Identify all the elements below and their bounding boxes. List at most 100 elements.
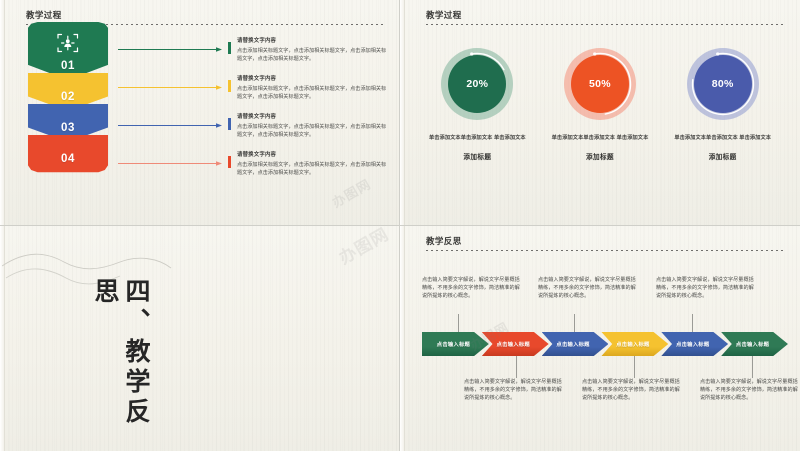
arrow-shape <box>422 332 489 356</box>
slide1-title: 教学过程 <box>26 10 62 20</box>
leader-line-bottom-2 <box>634 356 635 378</box>
donut-core <box>448 55 507 113</box>
donut-group: 20% 单击添加文本单击添加文本 单击添加文本 添加标题 50% 单击添加文本单… <box>416 48 784 161</box>
connector-arrow-icon <box>118 47 222 52</box>
leader-line-top-2 <box>574 314 575 332</box>
step-row-03: 请替换文字内容 点击添加相关标题文字，点击添加相关标题文字，点击添加相关标题文字… <box>118 112 389 150</box>
arrow-step-4[interactable]: 点击输入标题 <box>601 332 669 356</box>
donut-caption: 单击添加文本单击添加文本 单击添加文本 <box>428 135 526 141</box>
caption-top-1: 点击输入简要文字解说，解说文字尽量概括精练，不用多余的文字修饰，简洁精准的解说所… <box>422 277 520 299</box>
arrow-step-3[interactable]: 点击输入标题 <box>541 332 609 356</box>
leader-line-top-3 <box>692 314 693 332</box>
donut-label: 添加标题 <box>586 154 614 161</box>
arrow-step-1[interactable]: 点击输入标题 <box>422 332 489 356</box>
donut-caption: 单击添加文本单击添加文本 单击添加文本 <box>551 135 649 141</box>
target-person-icon <box>55 30 81 61</box>
connector-arrow-icon <box>118 161 222 166</box>
step-heading: 请替换文字内容 <box>237 76 277 82</box>
slide-teaching-reflection-chain: 教学反思 点击输入简要文字解说，解说文字尽量概括精练，不用多余的文字修饰，简洁精… <box>400 226 800 451</box>
step-body: 点击添加相关标题文字，点击添加相关标题文字，点击添加相关标题文字，点击添加相关标… <box>237 86 387 101</box>
slide4-title: 教学反思 <box>426 236 462 246</box>
header-divider <box>26 24 383 25</box>
donut-percent: 80% <box>711 78 734 90</box>
donut-label: 添加标题 <box>708 154 737 161</box>
chevron-number: 04 <box>61 153 75 165</box>
accent-tick <box>228 156 231 168</box>
leader-line-bottom-1 <box>516 356 517 378</box>
cloud-line-decor-icon <box>2 253 172 285</box>
arrow-shape <box>601 332 669 356</box>
step-descriptions: 请替换文字内容 点击添加相关标题文字，点击添加相关标题文字，点击添加相关标题文字… <box>118 36 389 188</box>
step-text-01: 请替换文字内容 点击添加相关标题文字，点击添加相关标题文字，点击添加相关标题文字… <box>237 36 387 63</box>
donut-progress-arc-icon <box>691 52 754 116</box>
arrow-label: 点击输入标题 <box>735 342 770 348</box>
donut-item-1[interactable]: 20% 单击添加文本单击添加文本 单击添加文本 添加标题 <box>416 48 539 161</box>
arrow-label: 点击输入标题 <box>556 342 590 348</box>
slide-teaching-process-steps: 教学过程 01 <box>0 0 400 226</box>
header-divider <box>426 250 784 251</box>
arrow-step-2[interactable]: 点击输入标题 <box>481 332 549 356</box>
slide2-title: 教学过程 <box>426 10 462 20</box>
connector-arrow-icon <box>118 123 222 128</box>
step-text-03: 请替换文字内容 点击添加相关标题文字，点击添加相关标题文字，点击添加相关标题文字… <box>237 112 387 139</box>
donut-label: 添加标题 <box>463 154 492 161</box>
arrow-step-6[interactable]: 点击输入标题 <box>721 332 788 356</box>
step-body: 点击添加相关标题文字，点击添加相关标题文字，点击添加相关标题文字，点击添加相关标… <box>237 162 387 177</box>
donut-item-3[interactable]: 80% 单击添加文本单击添加文本 单击添加文本 添加标题 <box>661 48 784 161</box>
step-text-02: 请替换文字内容 点击添加相关标题文字，点击添加相关标题文字，点击添加相关标题文字… <box>237 74 387 101</box>
step-heading: 请替换文字内容 <box>237 38 277 44</box>
arrow-label: 点击输入标题 <box>616 342 650 348</box>
donut-percent: 20% <box>466 78 489 90</box>
arrow-step-5[interactable]: 点击输入标题 <box>661 332 729 356</box>
step-body: 点击添加相关标题文字，点击添加相关标题文字，点击添加相关标题文字，点击添加相关标… <box>237 48 387 63</box>
donut-core <box>693 55 752 113</box>
step-row-01: 请替换文字内容 点击添加相关标题文字，点击添加相关标题文字，点击添加相关标题文字… <box>118 36 389 74</box>
step-heading: 请替换文字内容 <box>237 114 277 120</box>
arrow-shape <box>541 332 609 356</box>
arrow-shape <box>661 332 729 356</box>
donut-progress-arc-icon <box>593 52 632 115</box>
leader-line-bottom-3 <box>752 356 753 378</box>
chevron-number: 03 <box>61 122 75 134</box>
watermark: 办图网 <box>335 226 393 268</box>
leader-line-top-1 <box>458 314 459 332</box>
chevron-step-01[interactable]: 01 <box>28 22 108 80</box>
donut-percent: 50% <box>589 78 611 90</box>
slide-section-cover-reflection: 四、教学反思 <box>0 226 400 451</box>
accent-tick <box>228 118 231 130</box>
chevron-shape <box>28 135 108 173</box>
donut-chart-80: 80% <box>686 48 759 120</box>
step-row-02: 请替换文字内容 点击添加相关标题文字，点击添加相关标题文字，点击添加相关标题文字… <box>118 74 389 112</box>
arrow-label: 点击输入标题 <box>676 342 710 348</box>
section-title: 四、教学反思 <box>91 278 151 428</box>
connector-arrow-icon <box>118 85 222 90</box>
arrow-label: 点击输入标题 <box>496 342 530 348</box>
step-row-04: 请替换文字内容 点击添加相关标题文字，点击添加相关标题文字，点击添加相关标题文字… <box>118 150 389 188</box>
header-divider <box>426 24 784 25</box>
donut-caption: 单击添加文本单击添加文本 单击添加文本 <box>674 135 772 141</box>
slide2-header: 教学过程 <box>426 10 784 25</box>
chevron-number: 01 <box>61 60 75 72</box>
step-heading: 请替换文字内容 <box>237 152 277 158</box>
slide4-header: 教学反思 <box>426 236 784 251</box>
chevron-stack: 01 02 03 04 <box>28 22 108 173</box>
donut-progress-arc-icon <box>470 52 505 71</box>
arrow-label: 点击输入标题 <box>436 342 471 348</box>
slide1-header: 教学过程 <box>26 10 383 25</box>
caption-bottom-2: 点击输入简要文字解说，解说文字尽量概括精练，不用多余的文字修饰，简洁精准的解说所… <box>582 379 680 401</box>
chevron-number: 02 <box>61 91 75 103</box>
arrow-chain: 点击输入标题 点击输入标题 点击输入标题 点击输入标题 点击输入标题 点击输入标… <box>422 332 788 356</box>
caption-bottom-1: 点击输入简要文字解说，解说文字尽量概括精练，不用多余的文字修饰，简洁精准的解说所… <box>464 379 562 401</box>
caption-top-2: 点击输入简要文字解说，解说文字尽量概括精练，不用多余的文字修饰，简洁精准的解说所… <box>538 277 636 299</box>
donut-core <box>571 55 629 113</box>
chevron-step-04[interactable]: 04 <box>28 135 108 173</box>
donut-item-2[interactable]: 50% 单击添加文本单击添加文本 单击添加文本 添加标题 <box>539 48 662 161</box>
arrow-shape <box>481 332 549 356</box>
donut-chart-50: 50% <box>564 48 636 120</box>
step-text-04: 请替换文字内容 点击添加相关标题文字，点击添加相关标题文字，点击添加相关标题文字… <box>237 150 387 177</box>
caption-bottom-3: 点击输入简要文字解说，解说文字尽量概括精练，不用多余的文字修饰，简洁精准的解说所… <box>700 379 798 401</box>
arrow-shape <box>721 332 788 356</box>
accent-tick <box>228 42 231 54</box>
donut-chart-20: 20% <box>441 48 514 120</box>
